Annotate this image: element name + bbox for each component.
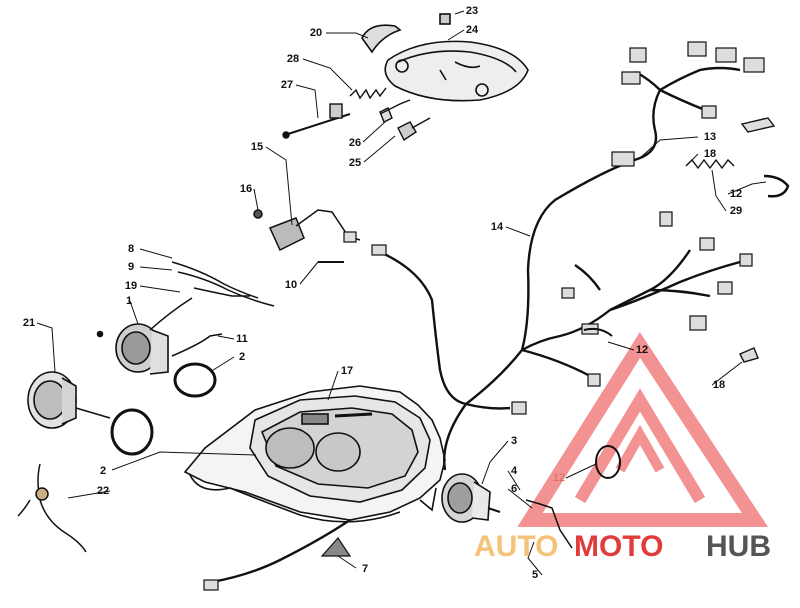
callout-20: 20 bbox=[310, 27, 322, 39]
callout-8: 8 bbox=[128, 243, 134, 255]
headlight-pod bbox=[361, 13, 529, 102]
watermark-logo bbox=[517, 332, 768, 527]
callout-12-lower: 12 bbox=[553, 472, 565, 484]
callout-18-lower: 18 bbox=[713, 379, 725, 391]
callout-6: 6 bbox=[511, 483, 517, 495]
callout-23: 23 bbox=[466, 5, 478, 17]
callout-10: 10 bbox=[285, 279, 297, 291]
spring-clamp-upper bbox=[583, 117, 790, 363]
callout-2-upper: 2 bbox=[239, 351, 245, 363]
callout-29: 29 bbox=[730, 205, 742, 217]
callout-5: 5 bbox=[532, 569, 538, 581]
connectors bbox=[203, 41, 765, 591]
callout-1: 1 bbox=[126, 295, 132, 307]
callout-7: 7 bbox=[362, 563, 368, 575]
callout-28: 28 bbox=[287, 53, 299, 65]
console-housing bbox=[183, 385, 446, 523]
callout-14: 14 bbox=[491, 221, 504, 233]
gauge-1 bbox=[96, 323, 169, 375]
callout-21: 21 bbox=[23, 317, 35, 329]
watermark-part-hub: HUB bbox=[706, 530, 771, 563]
gauge-wires bbox=[17, 261, 573, 553]
callout-12-mid: 12 bbox=[636, 344, 648, 356]
callout-25: 25 bbox=[349, 157, 361, 169]
callout-19: 19 bbox=[125, 280, 137, 292]
gauge-21 bbox=[27, 371, 111, 429]
decal-7 bbox=[320, 537, 352, 557]
spring-and-bolt bbox=[282, 87, 431, 142]
callout-12-upper: 12 bbox=[730, 188, 742, 200]
watermark-text: AUTO MOTO HUB bbox=[474, 530, 771, 563]
callout-27: 27 bbox=[281, 79, 293, 91]
wiring-harness bbox=[211, 66, 741, 584]
callout-13: 13 bbox=[704, 131, 716, 143]
watermark-part-moto: MOTO bbox=[574, 530, 663, 563]
callout-15: 15 bbox=[251, 141, 263, 153]
leader-lines bbox=[36, 10, 767, 576]
callout-labels: 20 23 24 28 27 26 25 15 16 10 8 9 19 1 1… bbox=[23, 5, 742, 581]
callout-2-lower: 2 bbox=[100, 465, 106, 477]
gauge-3 bbox=[441, 473, 501, 523]
callout-22: 22 bbox=[97, 485, 109, 497]
callout-18-upper: 18 bbox=[704, 148, 716, 160]
callout-24: 24 bbox=[466, 24, 479, 36]
watermark-part-auto: AUTO bbox=[474, 530, 558, 563]
callout-9: 9 bbox=[128, 261, 134, 273]
callout-17: 17 bbox=[341, 365, 353, 377]
callout-11: 11 bbox=[236, 333, 248, 345]
callout-3: 3 bbox=[511, 435, 517, 447]
callout-4: 4 bbox=[511, 465, 518, 477]
bezel-rings bbox=[110, 362, 621, 479]
callout-26: 26 bbox=[349, 137, 361, 149]
callout-16: 16 bbox=[240, 183, 252, 195]
